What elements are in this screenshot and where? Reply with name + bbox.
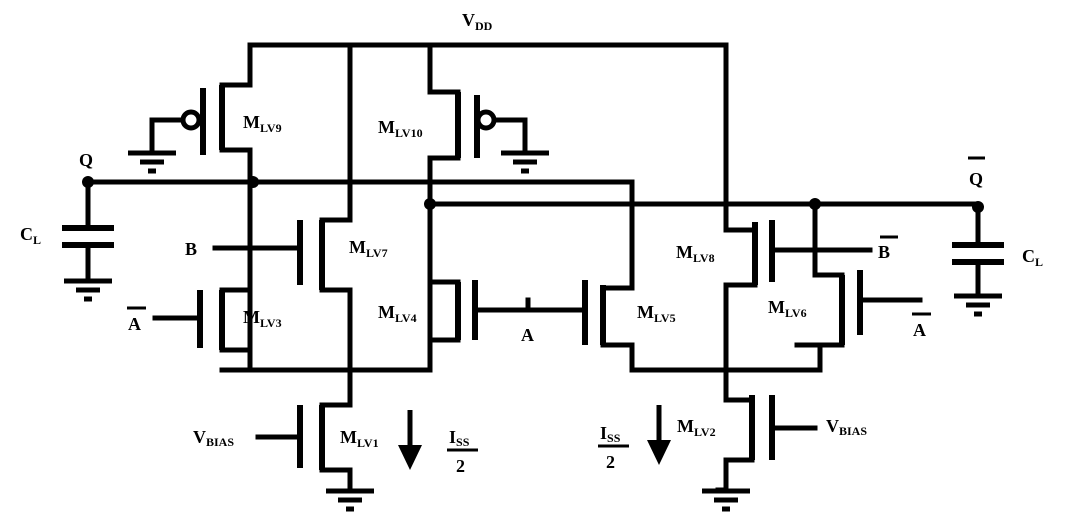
iss-right-label: ISS 2 [598,423,629,472]
mlv5-label: MLV5 [637,302,676,325]
svg-text:ISS: ISS [449,427,470,449]
mlv9-gate-bubble [180,109,202,131]
mlv9-gate-wire [149,117,186,155]
a-input-label: A [521,325,534,345]
mlv10-gate-bubble [475,109,497,131]
mlv1-label: MLV1 [340,427,379,450]
mlv3-source [219,337,433,373]
vdd-rail [219,42,253,88]
svg-text:A: A [128,314,141,334]
mlv6-drain [812,201,845,278]
iss-left-label: ISS 2 [447,427,478,476]
mlv9-label: MLV9 [243,112,282,135]
qbar-label: Q [968,156,985,189]
junction-q-mid [247,176,259,188]
q-node-wire [85,179,635,291]
mlv7-label: MLV7 [349,237,388,260]
ground-mlv1 [326,488,374,512]
mlv9-drain [219,147,253,373]
cl-left-label: CL [20,224,41,247]
mlv7-source [319,287,353,408]
ground-mlv9 [128,150,176,174]
ground-mlv10 [501,150,549,174]
ground-mlv2 [702,488,750,512]
ground-cl-right [954,293,1002,317]
current-arrow-left [398,410,422,470]
mlv6-label: MLV6 [768,297,807,320]
junction-qbar-right [972,201,984,213]
junction-q-left [82,176,94,188]
q-label: Q [79,150,93,170]
cl-right-label: CL [1022,246,1043,269]
mlv2-source [715,457,755,493]
mlv8-source [723,282,758,403]
mlv2-label: MLV2 [677,416,716,439]
vdd-rail-top [247,42,729,233]
svg-text:A: A [913,320,926,340]
bbar-input-label: B [878,235,898,262]
mlv3-label: MLV3 [243,307,282,330]
svg-text:2: 2 [456,456,465,476]
junction-qbar-mlv6 [809,198,821,210]
mlv10-drain [427,155,461,343]
mlv2-drain [723,367,755,403]
vbias-right-label: VBIAS [826,416,867,438]
mlv5-source [600,342,823,373]
mlv1-drain [319,367,353,408]
current-arrow-right [647,405,671,465]
mlv8-label: MLV8 [676,242,715,265]
mlv10-label: MLV10 [378,117,423,140]
junction-qbar-mid [424,198,436,210]
ground-cl-left [64,278,112,302]
vdd-label: VDD [462,10,493,33]
mlv1-source [319,467,353,493]
svg-text:2: 2 [606,452,615,472]
svg-text:B: B [878,242,890,262]
vbias-left-label: VBIAS [193,427,234,449]
svg-text:Q: Q [969,169,983,189]
abar-right-input-label: A [912,312,931,340]
svg-text:ISS: ISS [600,423,621,445]
abar-left-input-label: A [127,306,146,334]
mlv10-gate-wire [494,117,528,155]
b-input-label: B [185,239,197,259]
vdd-to-mlv10 [427,42,461,95]
mlv4-label: MLV4 [378,302,417,325]
qbar-node-wire [427,201,981,243]
